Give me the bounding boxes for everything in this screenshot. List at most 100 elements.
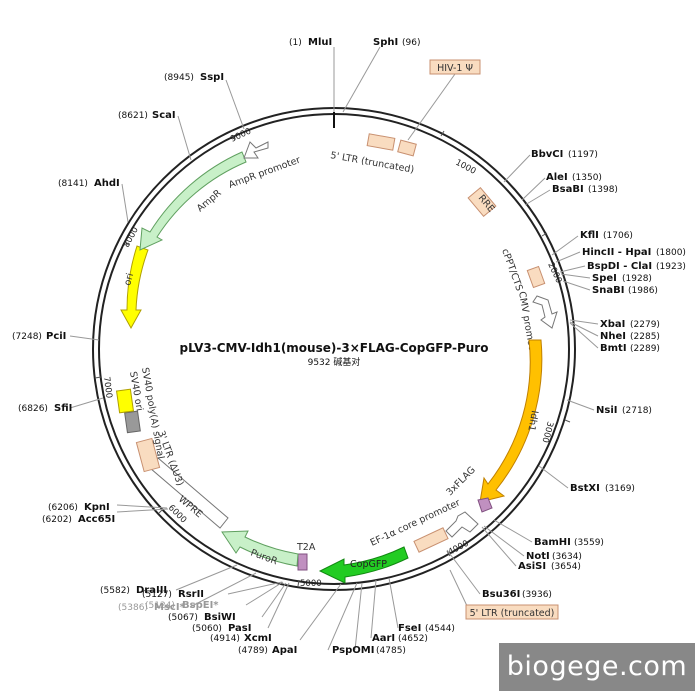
site-name-mlui: MluI [308, 37, 332, 48]
site-pos-acc65i: (6202) [42, 515, 72, 525]
site-name-spei: SpeI [592, 273, 617, 284]
t2a-label: T2A [296, 542, 316, 553]
site-pos-bspei: (5124) [145, 601, 175, 611]
site-name-acc65i: Acc65I [78, 514, 115, 525]
site-name-bsiwi: BsiWI [204, 612, 236, 623]
site-name-snabi: SnaBI [592, 285, 624, 296]
site-name-bamhi: BamHI [534, 537, 571, 548]
sv40-ori-box [124, 410, 141, 434]
site-pos-hincii-hpai: (1800) [656, 248, 686, 258]
ef1a-box [413, 527, 449, 553]
site-leader-lines [69, 46, 599, 651]
site-pos-bsu36i: (3936) [522, 590, 552, 600]
site-pos-bsabi: (1398) [588, 185, 618, 195]
ef1a-arrow [445, 511, 479, 538]
puror-arrow [221, 530, 299, 567]
site-name-bspdi-clai: BspDI - ClaI [587, 261, 652, 272]
site-name-scai: ScaI [152, 110, 176, 121]
tick-label-3000: 3000 [540, 420, 555, 443]
tick-label-5000: 5000 [300, 579, 322, 589]
site-name-bmti: BmtI [600, 343, 627, 354]
site-pos-bstxi: (3169) [605, 484, 635, 494]
t2a-box [297, 553, 308, 571]
flag-box [477, 497, 493, 513]
site-pos-fsei: (4544) [425, 624, 455, 634]
site-pos-scai: (8621) [118, 111, 148, 121]
ltr5-bottom-label: 5' LTR (truncated) [470, 608, 555, 619]
site-name-draiii: DraIII [136, 585, 167, 596]
site-name-msci: MscI* [154, 602, 186, 613]
site-name-pcii: PciI [46, 331, 66, 342]
site-name-sfii: SfiI [54, 403, 72, 414]
site-name-apai: ApaI [272, 645, 297, 656]
site-pos-rsrii: (5127) [142, 590, 172, 600]
site-pos-bspdi-clai: (1923) [656, 262, 686, 272]
site-pos-spei: (1928) [622, 274, 652, 284]
site-pos-nhei: (2285) [630, 332, 660, 342]
site-pos-pcii: (7248) [12, 332, 42, 342]
ltr5-bottom-box [465, 604, 559, 620]
plasmid-size: 9532 碱基对 [308, 356, 361, 368]
idh1-arrow [479, 339, 543, 503]
site-name-fsei: FseI [398, 623, 421, 634]
watermark: biogege.com [499, 643, 695, 691]
site-name-pspomi: PspOMI [332, 645, 374, 656]
rre-box [467, 186, 497, 218]
site-name-rsrii: RsrII [178, 589, 204, 600]
site-name-aari: AarI [372, 633, 395, 644]
site-name-xbai: XbaI [600, 319, 625, 330]
copgfp-arrow [318, 546, 409, 584]
ltr3-box [135, 437, 161, 473]
site-name-kpni: KpnI [84, 502, 110, 513]
site-pos-sspi: (8945) [164, 73, 194, 83]
site-pos-draiii: (5582) [100, 586, 130, 596]
site-name-bstxi: BstXI [570, 483, 600, 494]
site-name-sspi: SspI [200, 72, 224, 83]
site-pos-kfli: (1706) [603, 231, 633, 241]
site-pos-kpni: (6206) [48, 503, 78, 513]
sv40-polya-box [115, 388, 135, 414]
idh1-label: Idh1 [525, 409, 539, 431]
site-pos-xbai: (2279) [630, 320, 660, 330]
ampr-promoter-arrow [243, 141, 269, 159]
site-pos-asisi: (3654) [551, 562, 581, 572]
cmv-promoter-arrow [532, 295, 558, 329]
site-pos-pspomi: (4785) [376, 646, 406, 656]
ltr5-top-label: 5' LTR (truncated) [329, 150, 414, 176]
site-pos-bbvci: (1197) [568, 150, 598, 160]
ampr-label: AmpR [195, 187, 224, 214]
cppt-box [526, 265, 546, 289]
flag-label: 3xFLAG [444, 465, 477, 498]
site-pos-bsiwi: (5067) [168, 613, 198, 623]
ltr5-bottom-leader [449, 569, 469, 609]
site-name-alei: AleI [546, 172, 568, 183]
site-pos-snabi: (1986) [628, 286, 658, 296]
site-pos-aari: (4652) [398, 634, 428, 644]
site-name-ahdi: AhdI [94, 178, 120, 189]
site-pos-nsii: (2718) [622, 406, 652, 416]
ltr5-top-box-1 [366, 133, 396, 151]
tick-label-9000: 9000 [229, 127, 253, 145]
site-pos-bmti: (2289) [630, 344, 660, 354]
site-pos-msci: (5386) [118, 603, 148, 613]
site-pos-sfii: (6826) [18, 404, 48, 414]
cppt-label: cPPT/CTS [499, 247, 524, 292]
site-pos-noti: (3634) [552, 552, 582, 562]
site-name-bsabi: BsaBI [552, 184, 584, 195]
site-name-bsu36i: Bsu36I [482, 589, 520, 600]
site-name-pasi: PasI [228, 623, 251, 634]
tick-marks [94, 130, 571, 587]
tick-label-7000: 7000 [101, 376, 114, 399]
ori-arrow [120, 245, 149, 330]
site-pos-apai: (4789) [238, 646, 268, 656]
site-name-noti: NotI [526, 551, 550, 562]
site-name-kfli: KflI [580, 230, 599, 241]
site-name-hincii-hpai: HincII - HpaI [582, 247, 651, 258]
site-name-nsii: NsiI [596, 405, 617, 416]
wpre-arrow [149, 457, 229, 529]
site-name-bspei: BspEI* [182, 600, 219, 611]
site-pos-ahdi: (8141) [58, 179, 88, 189]
site-pos-bamhi: (3559) [574, 538, 604, 548]
